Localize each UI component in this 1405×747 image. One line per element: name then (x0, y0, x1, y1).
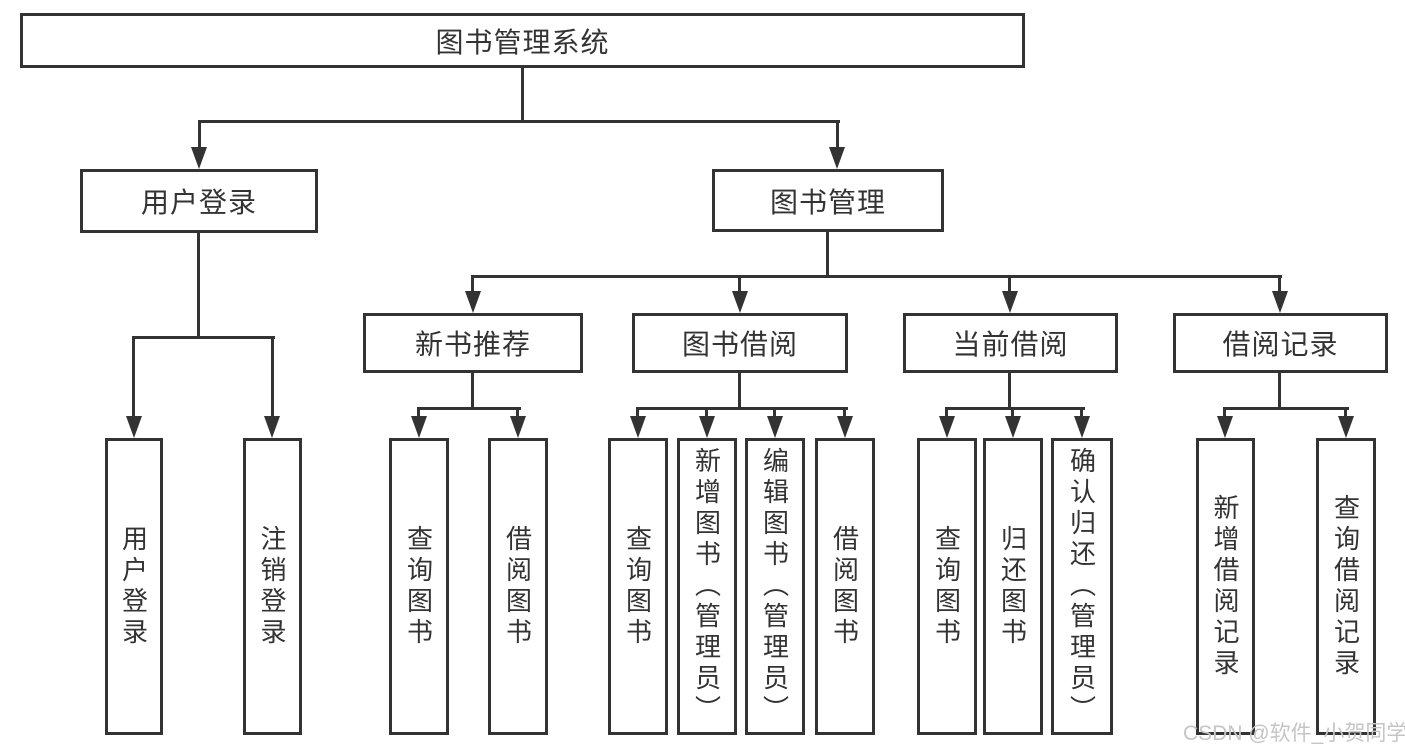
leaf-rec-borrow-books: 借阅图书 (488, 438, 548, 735)
arrow-down-icon (465, 291, 481, 313)
connector-cb-rail (947, 407, 1085, 410)
leaf-bb-borrow-books: 借阅图书 (815, 438, 875, 735)
connector-l1-rail (199, 120, 840, 123)
connector-drop-current-borrow (1008, 275, 1011, 293)
watermark: CSDN @软件_小贺同学 (1183, 722, 1405, 745)
connector-userlogin-rail (134, 336, 275, 339)
connector-drop-rec-query (417, 407, 420, 418)
arrow-down-icon (939, 416, 955, 438)
arrow-down-icon (829, 147, 845, 169)
node-book-management: 图书管理 (712, 169, 944, 232)
connector-rec-stub (471, 373, 474, 407)
connector-bb-rail (638, 407, 848, 410)
connector-drop-bb-edit (773, 407, 776, 418)
node-new-book-recommend: 新书推荐 (363, 313, 583, 373)
connector-l3-rail (473, 275, 1282, 278)
connector-root-stub (521, 68, 524, 120)
connector-br-rail (1225, 407, 1349, 410)
arrow-down-icon (699, 416, 715, 438)
connector-drop-br-query (1344, 407, 1347, 418)
connector-drop-bb-borrow (843, 407, 846, 418)
connector-drop-new-book-rec (471, 275, 474, 293)
leaf-logout: 注销登录 (243, 438, 302, 735)
arrow-down-icon (191, 147, 207, 169)
arrow-down-icon (732, 291, 748, 313)
connector-drop-cb-query (945, 407, 948, 418)
connector-br-stub (1278, 373, 1281, 407)
node-borrow-records: 借阅记录 (1173, 313, 1388, 373)
arrow-down-icon (1002, 291, 1018, 313)
leaf-user-login: 用户登录 (105, 438, 163, 735)
connector-rec-rail (419, 407, 521, 410)
connector-cb-stub (1008, 373, 1011, 407)
leaf-rec-query-books: 查询图书 (389, 438, 449, 735)
connector-bookmgmt-stub (826, 232, 829, 275)
arrow-down-icon (510, 416, 526, 438)
node-user-login: 用户登录 (80, 169, 318, 233)
connector-drop-logout (271, 336, 274, 416)
connector-drop-user-login (198, 120, 201, 147)
connector-drop-bb-query (636, 407, 639, 418)
arrow-down-icon (837, 416, 853, 438)
leaf-bb-edit-books: 编辑图书（管理员） (745, 438, 805, 735)
arrow-down-icon (1217, 416, 1233, 438)
arrow-down-icon (1338, 416, 1354, 438)
leaf-cb-query-books: 查询图书 (917, 438, 977, 735)
arrow-down-icon (264, 416, 280, 438)
connector-drop-book-mgmt (836, 120, 839, 147)
connector-drop-borrow-records (1278, 275, 1281, 293)
connector-drop-br-add (1223, 407, 1226, 418)
arrow-down-icon (630, 416, 646, 438)
arrow-down-icon (1005, 416, 1021, 438)
leaf-bb-query-books: 查询图书 (608, 438, 668, 735)
connector-drop-rec-borrow (516, 407, 519, 418)
arrow-down-icon (1272, 291, 1288, 313)
connector-drop-cb-return (1011, 407, 1014, 418)
arrow-down-icon (126, 416, 142, 438)
leaf-cb-confirm-return: 确认归还（管理员） (1051, 438, 1113, 735)
connector-drop-book-borrow (738, 275, 741, 293)
arrow-down-icon (411, 416, 427, 438)
leaf-cb-return-books: 归还图书 (983, 438, 1043, 735)
connector-drop-cb-confirm (1080, 407, 1083, 418)
node-root: 图书管理系统 (20, 13, 1025, 68)
node-current-borrow: 当前借阅 (903, 313, 1118, 373)
connector-bb-stub (738, 373, 741, 407)
leaf-bb-add-books: 新增图书（管理员） (677, 438, 737, 735)
connector-drop-bb-add (705, 407, 708, 418)
connector-drop-login (132, 336, 135, 416)
arrow-down-icon (767, 416, 783, 438)
connector-userlogin-stub (197, 233, 200, 336)
leaf-br-query-record: 查询借阅记录 (1316, 438, 1376, 735)
leaf-br-add-record: 新增借阅记录 (1196, 438, 1255, 735)
arrow-down-icon (1074, 416, 1090, 438)
node-book-borrow: 图书借阅 (632, 313, 848, 373)
